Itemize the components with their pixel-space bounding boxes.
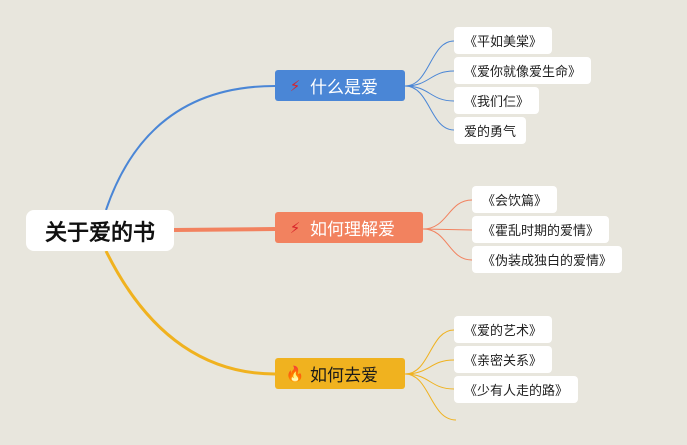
link-root-branch-2 <box>173 227 276 232</box>
leaf-label: 《伪装成独白的爱情》 <box>482 254 613 269</box>
leaf-topic[interactable]: 爱的勇气 <box>454 117 527 144</box>
link-root-branch-3 <box>104 250 276 376</box>
leaf-topic[interactable]: 《伪装成独白的爱情》 <box>472 246 623 273</box>
links-branch-1 <box>404 40 455 131</box>
link-root-branch-1 <box>105 85 276 211</box>
leaf-label: 《爱你就像爱生命》 <box>464 65 582 80</box>
branch-topic-understanding-love[interactable]: ⚡ 如何理解爱 <box>275 212 423 243</box>
leaf-label: 《我们仨》 <box>464 95 530 110</box>
links-branch-3 <box>404 329 457 421</box>
leaf-label: 《会饮篇》 <box>482 194 548 209</box>
leaf-label: 《少有人走的路》 <box>464 384 569 399</box>
link-leaf-2-3 <box>422 228 473 261</box>
links-branch-2 <box>422 199 473 261</box>
leaf-topic[interactable]: 《亲密关系》 <box>454 346 553 373</box>
fire-icon: 🔥 <box>285 364 305 383</box>
link-leaf-2-1 <box>422 199 473 230</box>
leaf-label: 《爱的艺术》 <box>464 324 543 339</box>
link-leaf-2-2 <box>422 228 473 231</box>
leaf-topic[interactable]: 《会饮篇》 <box>472 186 558 213</box>
branch-topic-how-to-love[interactable]: 🔥 如何去爱 <box>275 358 405 389</box>
leaf-label: 《平如美棠》 <box>464 35 543 50</box>
leaf-topic[interactable]: 《少有人走的路》 <box>454 376 579 403</box>
leaf-topic[interactable]: 《爱你就像爱生命》 <box>454 57 592 84</box>
leaf-label: 爱的勇气 <box>464 125 517 140</box>
branch-label: 如何去爱 <box>310 366 378 386</box>
link-leaf-1-1 <box>404 40 455 87</box>
leaf-label: 《亲密关系》 <box>464 354 543 369</box>
link-leaf-1-2 <box>404 70 455 87</box>
leaf-topic[interactable]: 《我们仨》 <box>454 87 540 114</box>
link-leaf-1-4 <box>404 85 455 131</box>
root-topic-label: 关于爱的书 <box>44 220 155 246</box>
magic-wand-icon: ⚡ <box>289 218 301 237</box>
leaf-topic[interactable]: 《平如美棠》 <box>454 27 553 54</box>
link-leaf-3-3 <box>404 373 455 390</box>
leaf-label: 《霍乱时期的爱情》 <box>482 224 600 239</box>
link-leaf-3-1 <box>404 329 455 375</box>
link-leaf-3-4 <box>404 373 457 421</box>
link-leaf-3-2 <box>404 359 455 375</box>
branch-label: 如何理解爱 <box>310 220 395 240</box>
magic-wand-icon: ⚡ <box>289 76 301 95</box>
leaf-topic[interactable]: 《爱的艺术》 <box>454 316 553 343</box>
leaf-topic[interactable]: 《霍乱时期的爱情》 <box>472 216 610 243</box>
link-leaf-1-3 <box>404 85 455 102</box>
branch-topic-what-is-love[interactable]: ⚡ 什么是爱 <box>275 70 405 101</box>
branch-label: 什么是爱 <box>310 78 378 98</box>
root-topic[interactable]: 关于爱的书 <box>26 210 174 251</box>
